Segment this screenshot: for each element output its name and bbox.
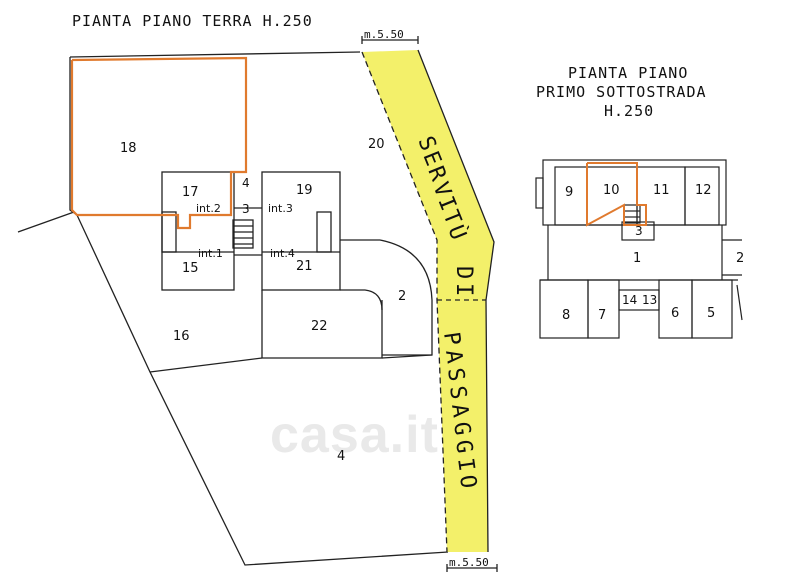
svg-text:P: P	[438, 330, 465, 347]
basement-room-5: 5	[707, 306, 715, 321]
room-4a-label: 4	[242, 176, 250, 190]
basement-title-line1: PIANTA PIANO	[568, 64, 689, 82]
svg-text:A: A	[446, 402, 473, 419]
road-edges	[361, 36, 498, 572]
watermark-text: casa.it	[270, 406, 439, 464]
room-22-label: 22	[311, 319, 328, 334]
room-19-block	[261, 171, 341, 291]
stair-icon	[232, 219, 254, 249]
room-2-label: 2	[398, 289, 406, 304]
left-stub	[17, 211, 75, 233]
basement-title-line2: PRIMO SOTTOSTRADA	[536, 83, 707, 101]
basement-room-14: 14	[622, 293, 637, 307]
basement-room-10: 10	[603, 183, 620, 198]
basement-room-12: 12	[695, 183, 712, 198]
dimension-bottom: m.5.50	[449, 556, 489, 569]
basement-room-13: 13	[642, 293, 657, 307]
basement-highlight-unit-10	[586, 162, 647, 227]
room-17-label: 17	[182, 185, 199, 200]
basement-room-3: 3	[635, 224, 643, 238]
svg-text:G: G	[450, 438, 477, 455]
room-15-label: 15	[182, 261, 199, 276]
dimension-top: m.5.50	[364, 28, 404, 41]
svg-text:D: D	[451, 266, 476, 279]
svg-text:S: S	[444, 384, 471, 401]
svg-text:I: I	[452, 456, 479, 473]
basement-title-line3: H.250	[604, 102, 655, 120]
room-18-label: 18	[120, 141, 137, 156]
svg-text:O: O	[454, 473, 481, 490]
basement-room-1: 1	[633, 251, 641, 266]
highlight-unit-18	[70, 56, 248, 230]
left-boundary	[69, 57, 449, 566]
room-4b-label: 4	[337, 449, 345, 464]
interior-1-label: int.1	[198, 247, 223, 260]
interior-3-label: int.3	[268, 202, 293, 215]
room-16-label: 16	[173, 329, 190, 344]
basement-room-7: 7	[598, 308, 606, 323]
svg-text:S: S	[442, 366, 469, 383]
ground-floor-title: PIANTA PIANO TERRA H.250	[72, 12, 313, 30]
interior-4-label: int.4	[270, 247, 295, 260]
watermark-logo: casa.it	[270, 405, 439, 465]
room-20-label: 20	[368, 137, 385, 152]
svg-text:A: A	[440, 348, 467, 365]
svg-text:G: G	[448, 420, 475, 437]
property-boundary	[69, 51, 361, 58]
basement-room-2: 2	[736, 251, 744, 266]
svg-text:I: I	[451, 283, 476, 296]
basement-room-9: 9	[565, 185, 573, 200]
road-label-di: D I	[451, 266, 476, 296]
basement-room-11: 11	[653, 183, 670, 198]
room-21-label: 21	[296, 259, 313, 274]
room-19-label: 19	[296, 183, 313, 198]
road-label-passaggio: P A S S A G G I O	[438, 330, 481, 490]
basement-room-8: 8	[562, 308, 570, 323]
interior-2-label: int.2	[196, 202, 221, 215]
room-3-label: 3	[242, 202, 250, 216]
ground-floor-plan	[17, 51, 449, 566]
road-easement	[362, 50, 494, 552]
basement-room-6: 6	[671, 306, 679, 321]
